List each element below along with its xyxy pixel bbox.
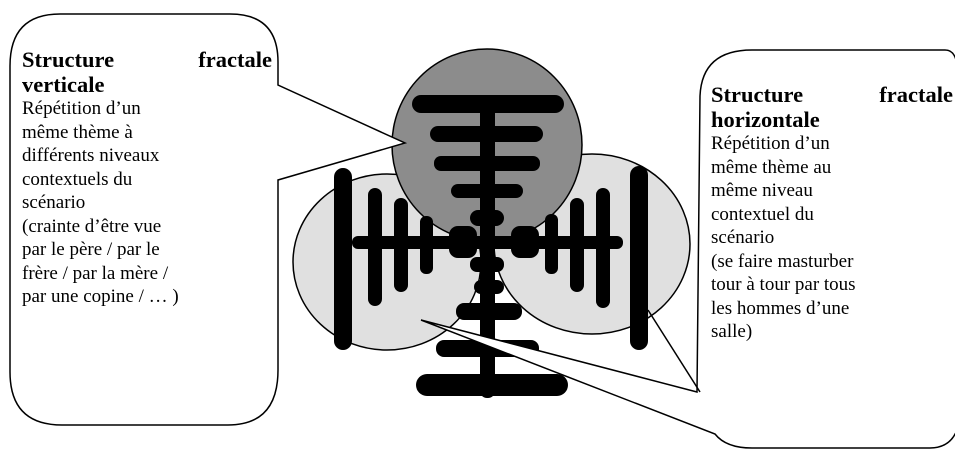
callout-line: (se faire masturber bbox=[711, 250, 953, 274]
bar-l2 bbox=[368, 188, 382, 306]
horizontal-fractal-callout: Structure fractale horizontale Répétitio… bbox=[711, 82, 953, 344]
callout-line: les hommes d’une bbox=[711, 297, 953, 321]
bar-l1 bbox=[334, 168, 352, 350]
callout-line: différents niveaux bbox=[22, 144, 272, 168]
blob-c6 bbox=[474, 280, 504, 294]
callout-line: tour à tour par tous bbox=[711, 273, 953, 297]
blob-c4 bbox=[511, 240, 539, 258]
callout-line: par une copine / … ) bbox=[22, 285, 272, 309]
callout-line: salle) bbox=[711, 320, 953, 344]
callout-title: Structure fractale bbox=[22, 47, 272, 72]
callout-line: (crainte d’être vue bbox=[22, 215, 272, 239]
bar-v3 bbox=[434, 156, 540, 171]
bar-v4 bbox=[451, 184, 523, 198]
bar-b3 bbox=[416, 374, 568, 396]
bar-r2 bbox=[596, 188, 610, 308]
bar-l4 bbox=[420, 216, 433, 274]
callout-line: contextuels du bbox=[22, 168, 272, 192]
right-pointer-line bbox=[648, 310, 700, 392]
callout-line: Répétition d’un bbox=[22, 97, 272, 121]
bar-l3 bbox=[394, 198, 408, 292]
callout-line: Répétition d’un bbox=[711, 132, 953, 156]
callout-title-continued: horizontale bbox=[711, 107, 953, 132]
callout-line: frère / par la mère / bbox=[22, 262, 272, 286]
bar-v5 bbox=[470, 210, 504, 226]
callout-title: Structure fractale bbox=[711, 82, 953, 107]
bar-r3 bbox=[570, 198, 584, 292]
callout-line: contextuel du bbox=[711, 203, 953, 227]
callout-line: même thème au bbox=[711, 156, 953, 180]
bar-v2 bbox=[430, 126, 543, 142]
blob-c3 bbox=[449, 240, 477, 258]
bar-r4 bbox=[545, 214, 558, 274]
bar-r1 bbox=[630, 166, 648, 350]
bar-b1 bbox=[456, 303, 522, 320]
callout-line: même niveau bbox=[711, 179, 953, 203]
callout-title-continued: verticale bbox=[22, 72, 272, 97]
vertical-fractal-callout: Structure fractale verticale Répétition … bbox=[22, 47, 272, 309]
bar-v1 bbox=[412, 95, 564, 113]
blob-c5 bbox=[470, 257, 504, 272]
callout-line: même thème à bbox=[22, 121, 272, 145]
callout-line: scénario bbox=[22, 191, 272, 215]
callout-line: par le père / par le bbox=[22, 238, 272, 262]
callout-line: scénario bbox=[711, 226, 953, 250]
